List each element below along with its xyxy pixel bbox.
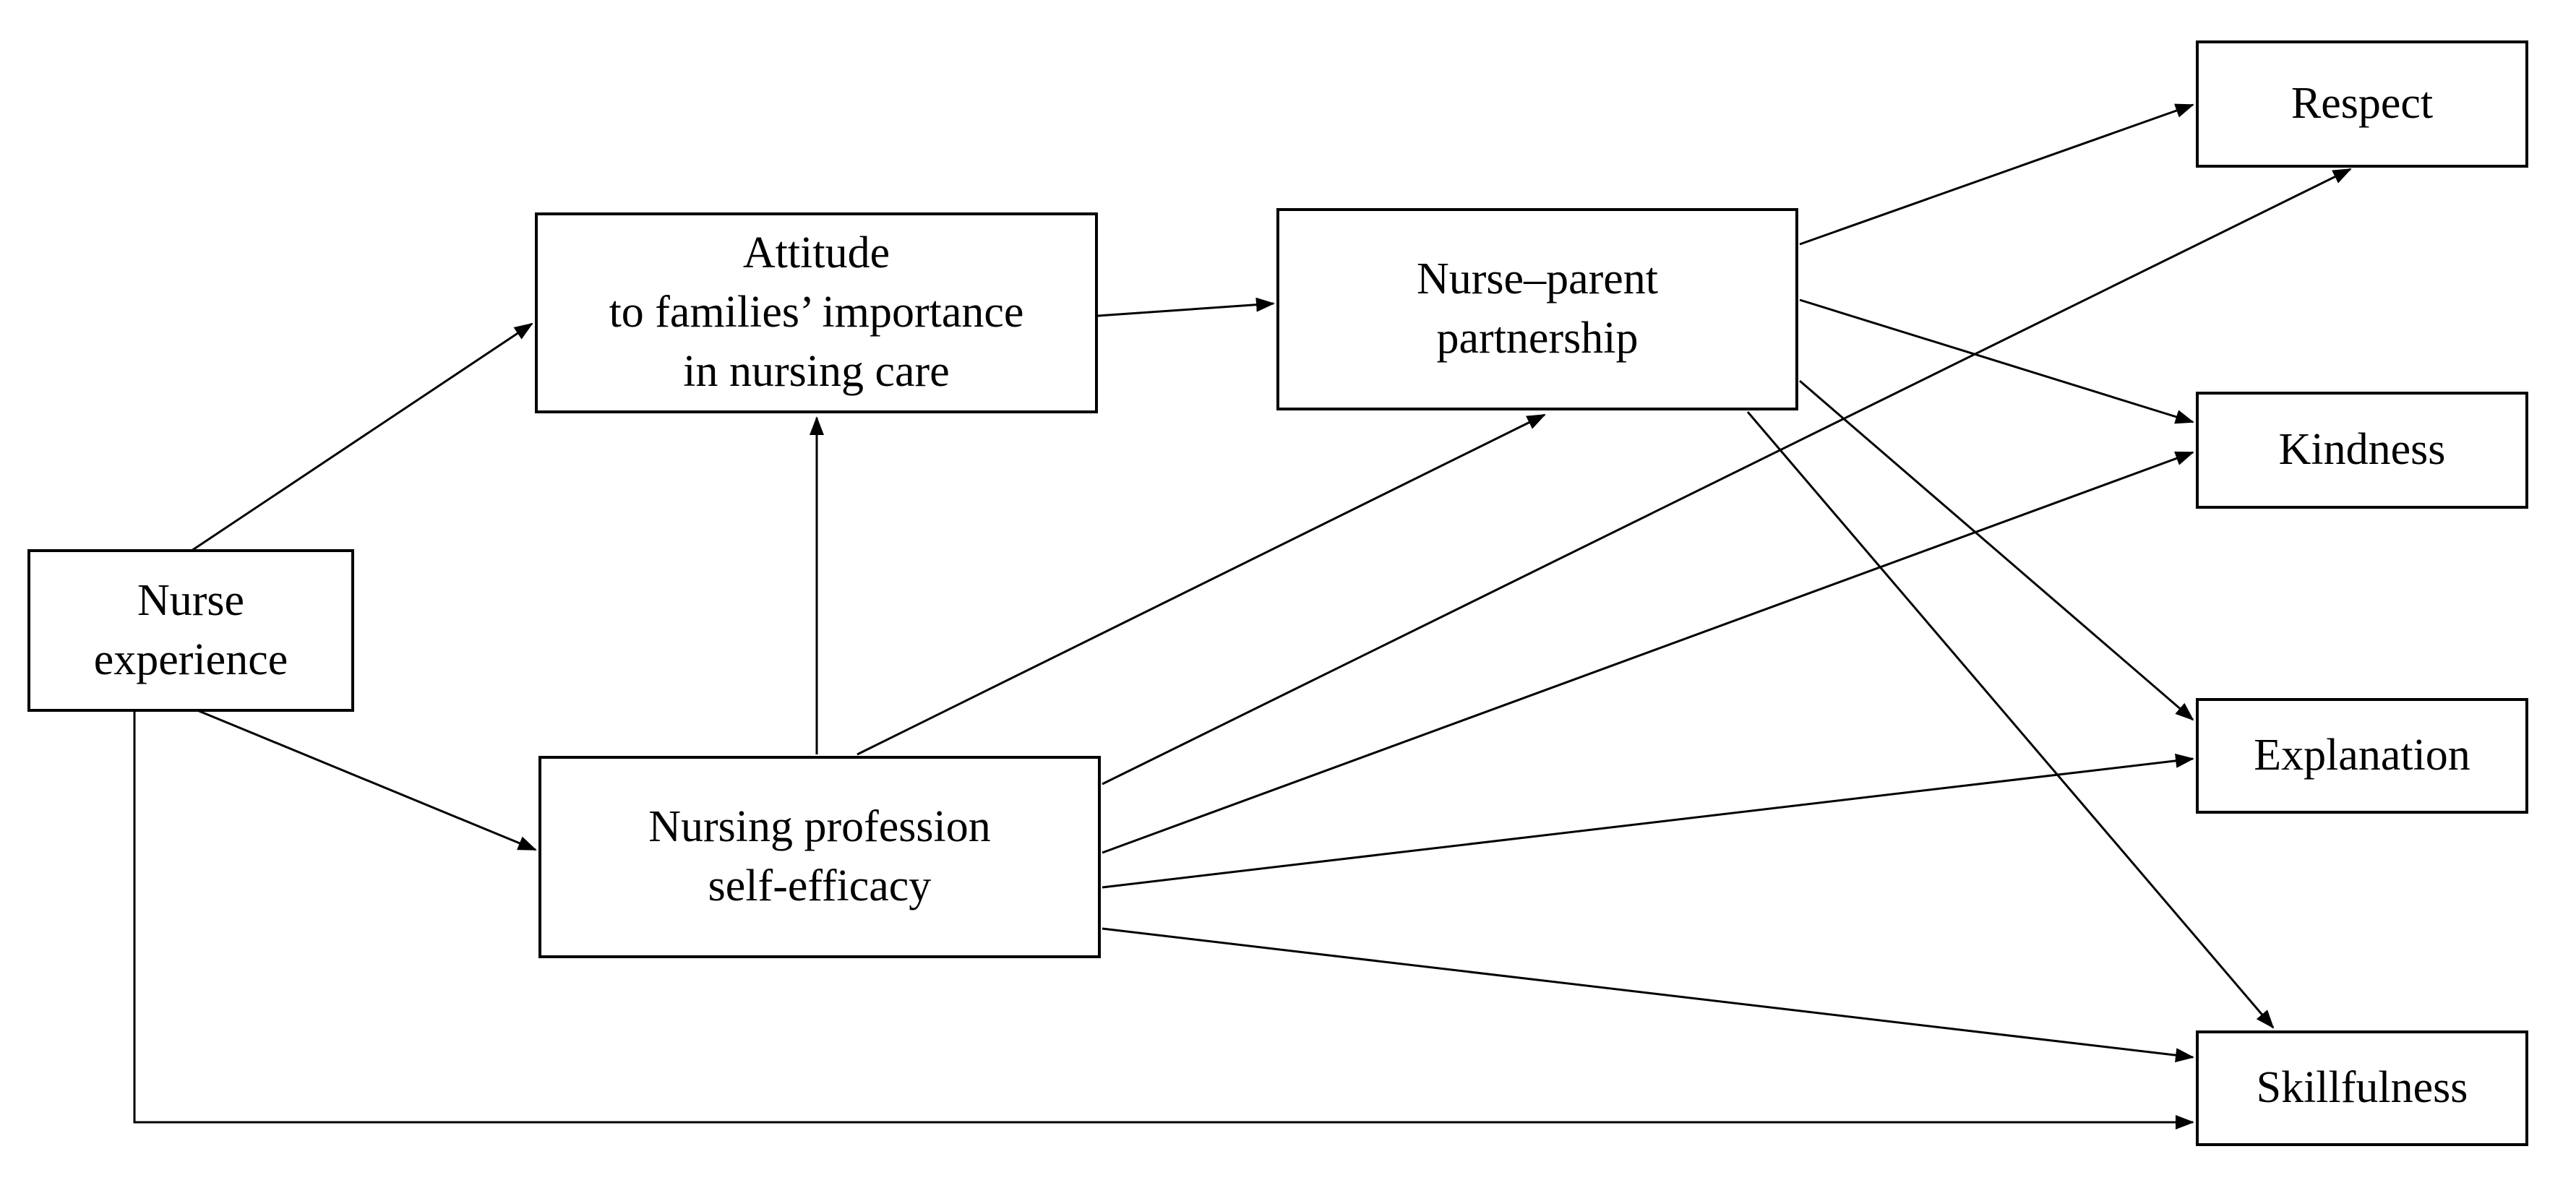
node-label-partnership: Nurse–parent partnership bbox=[1417, 254, 1658, 363]
node-label-skillfulness: Skillfulness bbox=[2256, 1063, 2468, 1113]
arrow-self-efficacy-to-kindness bbox=[1102, 451, 2194, 854]
node-nurse-experience: Nurse experience bbox=[27, 549, 354, 712]
arrow-nurse-experience-to-self-efficacy bbox=[197, 709, 537, 851]
arrow-partnership-to-kindness bbox=[1799, 298, 2194, 424]
arrow-nurse-experience-to-skillfulness bbox=[133, 710, 2194, 1129]
arrow-self-efficacy-to-explanation bbox=[1102, 753, 2194, 889]
arrow-nurse-experience-to-attitude bbox=[191, 322, 533, 552]
node-label-kindness: Kindness bbox=[2278, 425, 2446, 475]
node-kindness: Kindness bbox=[2196, 392, 2528, 509]
arrow-partnership-to-skillfulness bbox=[1746, 411, 2275, 1029]
arrow-self-efficacy-to-skillfulness bbox=[1102, 927, 2194, 1063]
arrow-attitude-to-partnership bbox=[1097, 297, 1275, 317]
arrow-partnership-to-explanation bbox=[1799, 379, 2194, 721]
node-label-nurse-experience: Nurse experience bbox=[93, 575, 288, 684]
arrow-partnership-to-respect bbox=[1799, 103, 2194, 246]
node-explanation: Explanation bbox=[2196, 698, 2528, 814]
node-self-efficacy: Nursing profession self-efficacy bbox=[538, 756, 1101, 958]
node-label-self-efficacy: Nursing profession self-efficacy bbox=[648, 802, 991, 911]
node-label-attitude: Attitude to families’ importance in nurs… bbox=[609, 228, 1024, 396]
node-respect: Respect bbox=[2196, 40, 2528, 168]
edges-group bbox=[133, 103, 2352, 1129]
node-partnership: Nurse–parent partnership bbox=[1276, 208, 1798, 410]
arrow-self-efficacy-to-partnership bbox=[856, 413, 1546, 756]
node-label-respect: Respect bbox=[2291, 79, 2434, 129]
node-label-explanation: Explanation bbox=[2254, 731, 2470, 780]
node-attitude: Attitude to families’ importance in nurs… bbox=[535, 212, 1098, 413]
node-skillfulness: Skillfulness bbox=[2196, 1030, 2528, 1146]
arrow-self-efficacy-to-respect bbox=[1102, 168, 2352, 785]
